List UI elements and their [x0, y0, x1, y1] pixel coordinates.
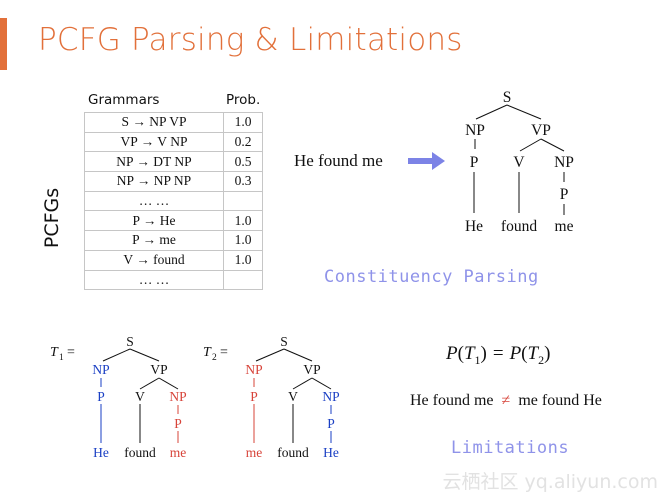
grammar-rule-cell: VP → V NP	[84, 131, 224, 153]
t1-word-1: He	[93, 445, 109, 460]
grammar-prob-cell: 0.5	[223, 151, 263, 173]
t2-node-p: P	[250, 389, 258, 404]
eq-equals: =	[492, 343, 504, 364]
main-node-np2: NP	[554, 154, 574, 171]
grammar-rule-cell: … …	[84, 269, 224, 291]
t2-node-p2: P	[327, 416, 335, 431]
constituency-parsing-caption: Constituency Parsing	[324, 267, 539, 287]
ineq-left: He found me	[410, 392, 494, 409]
t2-node-v: V	[288, 389, 298, 404]
t1-node-v: V	[135, 389, 145, 404]
main-node-vp: VP	[531, 122, 551, 139]
grammar-prob-cell	[223, 269, 263, 291]
grammar-prob-cell: 1.0	[223, 230, 263, 251]
main-node-np: NP	[465, 122, 485, 139]
main-word-me: me	[555, 218, 574, 235]
t1-node-np2: NP	[169, 389, 186, 404]
limitations-caption: Limitations	[451, 438, 570, 458]
slide-title: PCFG Parsing & Limitations	[38, 22, 463, 58]
probability-equation: P(T1)=P(T2)	[446, 343, 551, 367]
eq-p2: P	[509, 343, 522, 364]
grammar-prob-cell: 1.0	[223, 249, 263, 271]
ineq-right: me found He	[518, 392, 602, 409]
eq-t1: T	[463, 343, 475, 364]
grammar-rule-cell: P → He	[84, 210, 224, 232]
t2-word-3: He	[323, 445, 339, 460]
main-node-p2: P	[560, 186, 569, 203]
t1-node-vp: VP	[150, 362, 167, 377]
t2-node-np: NP	[245, 362, 262, 377]
t2-node-s: S	[280, 334, 288, 349]
grammar-prob-cell: 1.0	[223, 210, 263, 232]
eq-s1: 1	[474, 352, 481, 367]
t2-label-eq: =	[220, 345, 228, 360]
t1-label-eq: =	[67, 345, 75, 360]
eq-t2: T	[527, 343, 539, 364]
t2-label-sub: 2	[212, 353, 217, 363]
watermark: 云栖社区 yq.aliyun.com	[442, 471, 658, 493]
parse-arrow-icon	[408, 152, 445, 170]
grammar-row: … …	[84, 269, 263, 291]
title-accent-bar	[0, 18, 7, 70]
t1-node-p: P	[97, 389, 105, 404]
grammar-rule-cell: S → NP VP	[84, 112, 224, 133]
t1-label-sub: 1	[59, 353, 64, 363]
t2-word-1: me	[246, 445, 263, 460]
t1-node-s: S	[126, 334, 134, 349]
t1-node-p2: P	[174, 416, 182, 431]
t2-word-2: found	[277, 445, 309, 460]
t2-node-vp: VP	[303, 362, 320, 377]
t2-node-np2: NP	[322, 389, 339, 404]
t2-label-var: T	[203, 345, 212, 360]
t1-label-var: T	[50, 345, 59, 360]
grammars-header: Grammars	[88, 92, 160, 108]
t1-word-3: me	[170, 445, 187, 460]
main-node-p: P	[470, 154, 479, 171]
eq-p1: P	[446, 343, 458, 364]
main-node-v: V	[513, 154, 525, 171]
not-equal-symbol: ≠	[501, 392, 511, 409]
main-word-he: He	[465, 218, 483, 235]
input-sentence: He found me	[294, 151, 383, 170]
grammar-rule-cell: NP → NP NP	[84, 171, 224, 192]
main-word-found: found	[501, 218, 537, 235]
eq-s2: 2	[538, 352, 545, 367]
sentence-inequality: He found me ≠ me found He	[410, 392, 602, 410]
t1-word-2: found	[124, 445, 156, 460]
t1-node-np: NP	[92, 362, 109, 377]
grammar-prob-cell: 1.0	[223, 112, 263, 133]
prob-header: Prob.	[226, 92, 261, 108]
main-node-s: S	[503, 89, 512, 106]
